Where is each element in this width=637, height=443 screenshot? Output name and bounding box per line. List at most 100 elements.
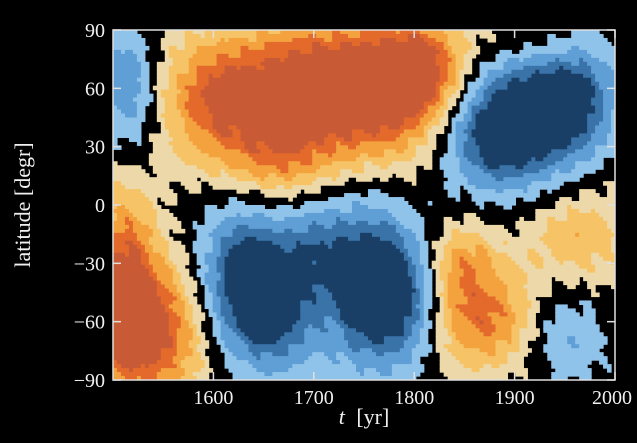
x-axis-label-unit: [yr]	[356, 404, 389, 429]
contour-cell	[168, 49, 198, 55]
contour-cell	[276, 340, 305, 345]
contour-cell	[316, 292, 333, 298]
contour-cell	[411, 324, 425, 329]
contour-cell	[451, 320, 473, 325]
y-tick-label: 90	[85, 20, 105, 42]
contour-cell	[479, 284, 509, 290]
contour-cell	[475, 77, 485, 83]
contour-cell	[463, 268, 477, 274]
contour-cell	[395, 149, 405, 154]
contour-cell	[224, 205, 265, 210]
contour-cell	[447, 85, 461, 91]
contour-cell	[116, 216, 126, 222]
contour-cell	[204, 300, 214, 306]
contour-cell	[240, 49, 289, 55]
contour-cell	[571, 61, 580, 67]
contour-cell	[156, 113, 162, 119]
contour-cell	[527, 316, 536, 321]
contour-cell	[212, 332, 222, 337]
contour-cell	[113, 105, 118, 111]
contour-cell	[216, 137, 242, 142]
contour-cell	[113, 304, 166, 310]
contour-cell	[431, 240, 449, 246]
contour-cell	[391, 372, 421, 377]
contour-cell	[431, 97, 441, 103]
contour-cell	[599, 121, 612, 127]
contour-cell	[535, 212, 568, 218]
contour-cell	[559, 197, 572, 202]
contour-cell	[156, 372, 186, 377]
contour-cell	[348, 344, 405, 349]
contour-cell	[467, 260, 493, 266]
contour-cell	[547, 41, 612, 47]
contour-cell	[204, 252, 222, 258]
contour-cell	[591, 292, 600, 298]
contour-cell	[113, 185, 126, 190]
contour-cell	[487, 240, 505, 246]
contour-cell	[551, 376, 568, 380]
contour-cell	[503, 240, 509, 246]
contour-cell	[435, 101, 445, 107]
contour-cell	[467, 85, 481, 91]
contour-cell	[491, 81, 509, 87]
contour-cell	[395, 228, 413, 234]
contour-cell	[168, 312, 178, 317]
contour-cell	[212, 228, 234, 234]
contour-cell	[216, 292, 226, 298]
contour-cell	[168, 81, 178, 87]
contour-cell	[272, 228, 285, 234]
contour-cell	[491, 320, 516, 325]
contour-cell	[607, 193, 615, 198]
contour-cell	[611, 240, 615, 246]
contour-cell	[563, 280, 580, 286]
contour-cell	[439, 73, 449, 79]
contour-cell	[132, 240, 142, 246]
contour-cell	[423, 296, 433, 302]
contour-cell	[447, 328, 453, 333]
contour-cell	[204, 33, 258, 39]
contour-cell	[395, 30, 401, 35]
contour-cell	[352, 41, 361, 47]
contour-cell	[208, 77, 441, 83]
contour-cell	[463, 312, 489, 317]
contour-cell	[172, 268, 178, 274]
contour-cell	[467, 121, 477, 127]
contour-cell	[168, 129, 186, 135]
contour-cell	[443, 232, 453, 238]
contour-cell	[579, 189, 596, 194]
contour-cell	[312, 284, 325, 290]
contour-cell	[455, 145, 465, 150]
contour-cell	[527, 288, 552, 294]
contour-cell	[419, 248, 429, 254]
contour-cell	[348, 236, 361, 242]
contour-cell	[467, 157, 485, 162]
contour-cell	[344, 328, 357, 333]
contour-cell	[240, 149, 250, 154]
contour-cell	[499, 49, 513, 55]
contour-cell	[168, 69, 190, 75]
contour-cell	[443, 312, 453, 317]
contour-cell	[236, 212, 242, 218]
contour-cell	[236, 65, 242, 71]
contour-cell	[463, 113, 473, 119]
contour-cell	[140, 260, 150, 266]
contour-cell	[148, 157, 182, 162]
contour-cell	[419, 292, 425, 298]
contour-cell	[168, 320, 182, 325]
contour-cell	[328, 328, 345, 333]
contour-cell	[284, 248, 293, 254]
contour-cell	[204, 101, 425, 107]
contour-cell	[312, 157, 357, 162]
contour-cell	[172, 228, 186, 234]
contour-cell	[467, 300, 501, 306]
contour-cell	[312, 41, 321, 47]
contour-cell	[499, 312, 509, 317]
contour-cell	[411, 356, 421, 361]
contour-cell	[256, 368, 289, 373]
contour-cell	[196, 256, 206, 262]
contour-cell	[443, 41, 449, 47]
contour-cell	[475, 248, 489, 254]
contour-cell	[451, 336, 457, 341]
contour-cell	[467, 189, 497, 194]
contour-cell	[220, 157, 254, 162]
